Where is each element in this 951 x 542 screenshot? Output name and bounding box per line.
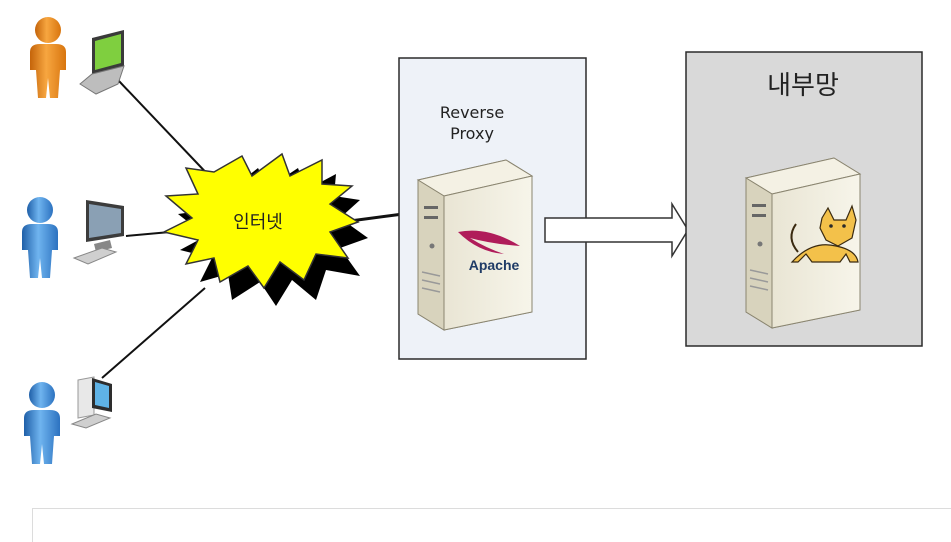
connection-lines: [101, 79, 404, 379]
internet-burst: [161, 152, 360, 290]
apache-feather: [458, 230, 520, 254]
tomcat-cat-icon: [790, 204, 859, 263]
internal-network-box: 내부망: [685, 51, 923, 347]
internet-cloud: 인터넷: [161, 152, 368, 306]
tomcat-server-icon: [744, 157, 862, 329]
apache-server-icon: Apache: [416, 159, 534, 331]
line-user-top: [117, 79, 216, 183]
divider-tick: [32, 508, 33, 542]
line-user-middle: [125, 231, 171, 237]
line-user-bottom: [101, 287, 206, 379]
right-arrow-icon: [544, 201, 689, 259]
divider-line: [32, 508, 951, 509]
user-orange-icon: [30, 17, 66, 98]
apache-logo-text: Apache: [469, 257, 520, 273]
proxy-label-line2: Proxy: [450, 124, 494, 143]
user-blue-icon: [22, 197, 58, 278]
internal-network-label: 내부망: [767, 71, 839, 101]
line-internet-proxy: [349, 212, 404, 223]
user-blue-icon: [24, 382, 60, 464]
laptop-icon: [79, 30, 125, 95]
reverse-proxy-box: Reverse Proxy Apache: [398, 57, 587, 360]
proxy-label-line1: Reverse: [440, 103, 504, 122]
desktop-monitor-icon: [72, 200, 124, 265]
internet-label: 인터넷: [233, 212, 283, 233]
desktop-pc-icon: [70, 376, 112, 429]
